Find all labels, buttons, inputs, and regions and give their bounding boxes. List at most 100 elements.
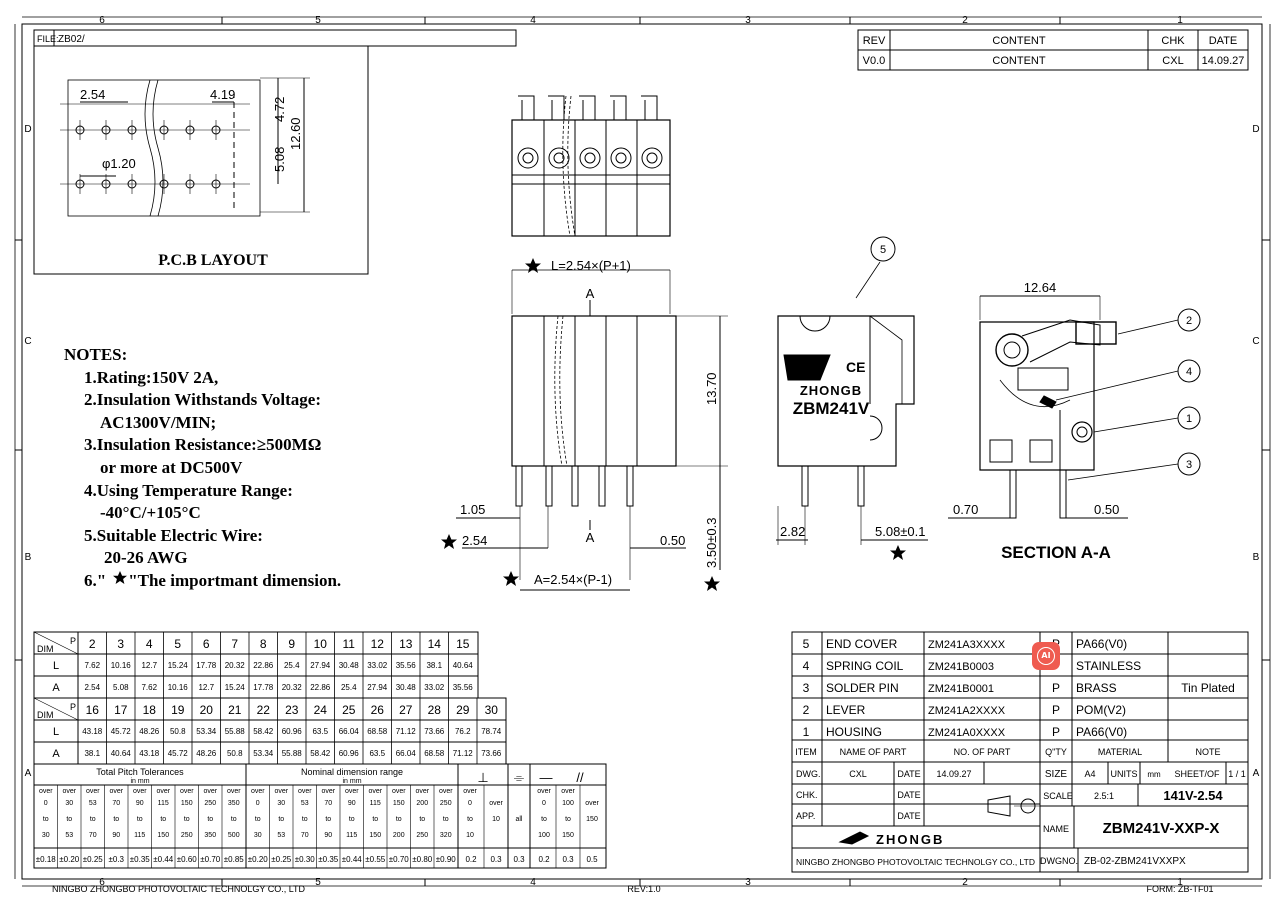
svg-text:B: B: [1253, 552, 1260, 563]
bom-cell: P: [1052, 681, 1060, 695]
ai-icon: AI: [1037, 647, 1055, 665]
svg-text:3: 3: [745, 877, 751, 888]
total-pitch-to: 90: [112, 832, 120, 839]
note-line: 4.Using Temperature Range:: [84, 480, 293, 500]
dim-length-value: 15.24: [168, 661, 189, 670]
dim-pitch-value: 7.62: [141, 683, 157, 692]
extra-over: over: [561, 788, 575, 795]
total-pitch-from: 90: [136, 800, 144, 807]
nominal-range-over: over: [274, 788, 288, 795]
nominal-range-from: 30: [277, 800, 285, 807]
svg-text:ZB-02-ZBM241VXXPX: ZB-02-ZBM241VXXPX: [1084, 856, 1186, 867]
dim-length-value: 25.4: [284, 661, 300, 670]
dim-pitch-value: 5.08: [113, 683, 129, 692]
note-line: 3.Insulation Resistance:≥500MΩ: [84, 435, 322, 455]
nominal-range-from: 250: [440, 800, 452, 807]
nominal-range-to: 53: [277, 832, 285, 839]
dim-pitch-value: 66.04: [396, 749, 417, 758]
svg-text:P: P: [70, 636, 76, 646]
svg-text:A: A: [52, 682, 60, 694]
svg-text:UNITS: UNITS: [1111, 769, 1138, 779]
dim-pin-count: 10: [314, 637, 328, 651]
nominal-range-over: over: [415, 788, 429, 795]
perp-to: 10: [466, 832, 474, 839]
notes-block: NOTES: 1.Rating:150V 2A, 2.Insulation Wi…: [64, 344, 341, 593]
svg-text:3: 3: [745, 15, 751, 26]
dim-length-value: 50.8: [170, 727, 186, 736]
nominal-range-to: 70: [301, 832, 309, 839]
nominal-range-over: over: [298, 788, 312, 795]
svg-text:A: A: [52, 748, 60, 760]
svg-text:MATERIAL: MATERIAL: [1098, 747, 1142, 757]
dim-pitch-value: 73.66: [481, 749, 502, 758]
nominal-range-tolerance: ±0.44: [342, 855, 363, 864]
svg-text:5.08±0.1: 5.08±0.1: [875, 524, 926, 539]
svg-text:DWGNO.: DWGNO.: [1040, 856, 1078, 866]
note-line: -40°C/+105°C: [100, 503, 201, 523]
dim-length-value: 38.1: [426, 661, 442, 670]
bom-cell: BRASS: [1076, 681, 1117, 695]
svg-text:C: C: [24, 336, 31, 347]
svg-text:5: 5: [315, 877, 321, 888]
nominal-range-to: 250: [416, 832, 428, 839]
svg-text:A: A: [586, 286, 595, 301]
dim-pin-count: 4: [146, 637, 153, 651]
total-pitch-to-word: to: [184, 816, 190, 823]
total-pitch-from: 0: [44, 800, 48, 807]
svg-text:DWG.: DWG.: [796, 769, 821, 779]
bom-cell: ZM241B0003: [928, 661, 994, 673]
dim-length-value: 20.32: [225, 661, 246, 670]
svg-text:NAME: NAME: [1043, 824, 1069, 834]
total-pitch-to: 500: [228, 832, 240, 839]
svg-text:6: 6: [99, 15, 105, 26]
svg-text:5.08: 5.08: [272, 147, 287, 172]
dim-length-value: 73.66: [424, 727, 445, 736]
dim-length-value: 30.48: [339, 661, 360, 670]
svg-text:CXL: CXL: [849, 769, 867, 779]
dim-pin-count: 13: [399, 637, 413, 651]
bom-cell: 5: [803, 637, 810, 651]
extra-to: 150: [562, 832, 574, 839]
total-pitch-tolerance: ±0.60: [177, 855, 198, 864]
dim-pitch-value: 45.72: [168, 749, 189, 758]
svg-text:0.50: 0.50: [660, 533, 685, 548]
nominal-range-to-word: to: [325, 816, 331, 823]
total-pitch-from: 350: [228, 800, 240, 807]
extra-to-word: to: [541, 816, 547, 823]
svg-text:A: A: [25, 768, 32, 779]
svg-text:APP.: APP.: [796, 811, 815, 821]
star-icon: [113, 571, 127, 584]
dim-length-value: 17.78: [196, 661, 217, 670]
total-pitch-tolerance: ±0.25: [83, 855, 104, 864]
svg-text:Nominal dimension range: Nominal dimension range: [301, 767, 403, 777]
ai-assistant-button[interactable]: AI: [1032, 642, 1060, 670]
svg-text:ITEM: ITEM: [795, 747, 817, 757]
nominal-range-tolerance: ±0.90: [436, 855, 457, 864]
bom-cell: PA66(V0): [1076, 637, 1127, 651]
svg-text://: //: [576, 770, 584, 785]
nominal-range-over: over: [392, 788, 406, 795]
dim-pin-count: 28: [428, 703, 442, 717]
svg-text:A: A: [586, 530, 595, 545]
svg-text:NAME OF PART: NAME OF PART: [840, 747, 907, 757]
nominal-range-to-word: to: [349, 816, 355, 823]
nominal-range-from: 200: [416, 800, 428, 807]
svg-text:CONTENT: CONTENT: [992, 35, 1045, 47]
dim-length-value: 7.62: [84, 661, 100, 670]
pcb-layout-title: P.C.B LAYOUT: [158, 252, 268, 269]
svg-text:in mm: in mm: [342, 778, 361, 785]
svg-text:SIZE: SIZE: [1045, 769, 1068, 780]
dim-pin-count: 9: [288, 637, 295, 651]
svg-text:DATE: DATE: [897, 811, 920, 821]
dim-length-value: 22.86: [253, 661, 274, 670]
svg-text:2.5:1: 2.5:1: [1094, 791, 1114, 801]
dim-pitch-value: 35.56: [453, 683, 474, 692]
total-pitch-tolerance: ±0.70: [200, 855, 221, 864]
nominal-range-from: 0: [256, 800, 260, 807]
total-pitch-over: over: [227, 788, 241, 795]
dim-pitch-value: 60.96: [339, 749, 360, 758]
dim-pin-count: 15: [456, 637, 470, 651]
svg-text:—: —: [540, 770, 553, 785]
svg-text:φ1.20: φ1.20: [102, 156, 136, 171]
